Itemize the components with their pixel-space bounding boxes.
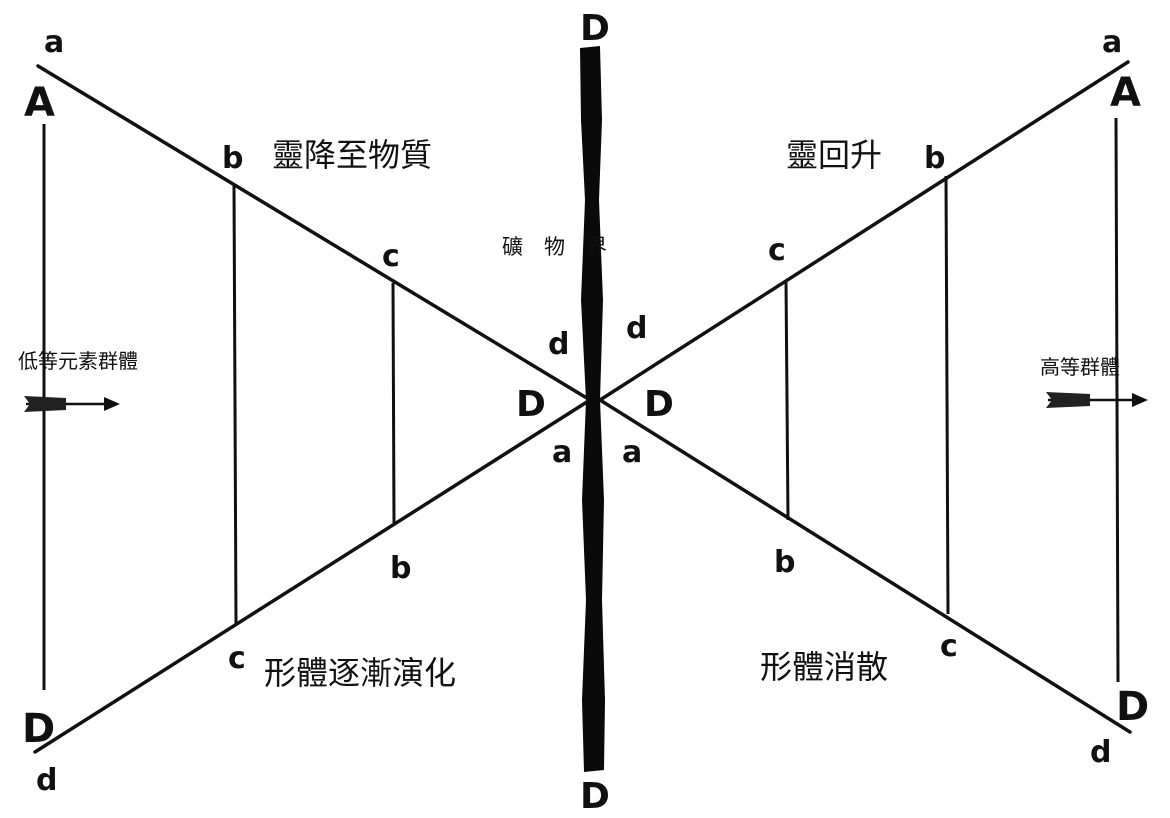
center-left-d: d [548, 327, 569, 362]
center-left-D: D [516, 384, 546, 425]
center-left-a: a [552, 435, 572, 470]
right-c-bottom: c [940, 629, 958, 664]
right-b-vertical [944, 175, 950, 615]
left-top-A: A [24, 80, 55, 126]
left-top-a: a [44, 25, 64, 60]
right-b-top: b [924, 141, 945, 176]
right-side-caption: 高等群體 [1040, 355, 1120, 379]
left-top-caption: 靈降至物質 [272, 136, 432, 174]
right-upper-diagonal [598, 60, 1130, 402]
left-upper-diagonal [36, 64, 592, 402]
center-right-a: a [622, 435, 642, 470]
left-bottom-d: d [36, 763, 57, 798]
center-top-D: D [580, 8, 610, 49]
left-b-vertical [232, 184, 238, 625]
left-bottom-D: D [22, 706, 55, 752]
right-c-top: c [768, 233, 786, 268]
center-right-D: D [644, 384, 674, 425]
left-c-top: c [382, 239, 400, 274]
center-caption: 礦 物 界 [502, 235, 607, 259]
right-top-A: A [1110, 70, 1141, 116]
right-bottom-caption: 形體消散 [760, 648, 888, 686]
left-arrow-icon [24, 396, 120, 412]
left-b-top: b [222, 141, 243, 176]
center-right-d: d [626, 311, 647, 346]
left-b-bottom: b [390, 551, 411, 586]
right-b-bottom: b [774, 545, 795, 580]
right-top-caption: 靈回升 [786, 136, 882, 174]
right-bottom-d: d [1090, 735, 1111, 770]
left-side-caption: 低等元素群體 [18, 349, 138, 373]
right-arrow-icon [1046, 392, 1148, 408]
right-top-a: a [1102, 25, 1122, 60]
right-c-vertical [784, 279, 790, 521]
right-bottom-D: D [1116, 684, 1149, 730]
right-lower-diagonal [598, 398, 1132, 734]
left-c-vertical [391, 282, 396, 524]
left-lower-diagonal [33, 398, 592, 754]
left-bottom-caption: 形體逐漸演化 [264, 654, 456, 692]
left-c-bottom: c [228, 641, 246, 676]
mineral-kingdom-bar [580, 46, 605, 772]
center-bottom-D: D [580, 776, 610, 817]
